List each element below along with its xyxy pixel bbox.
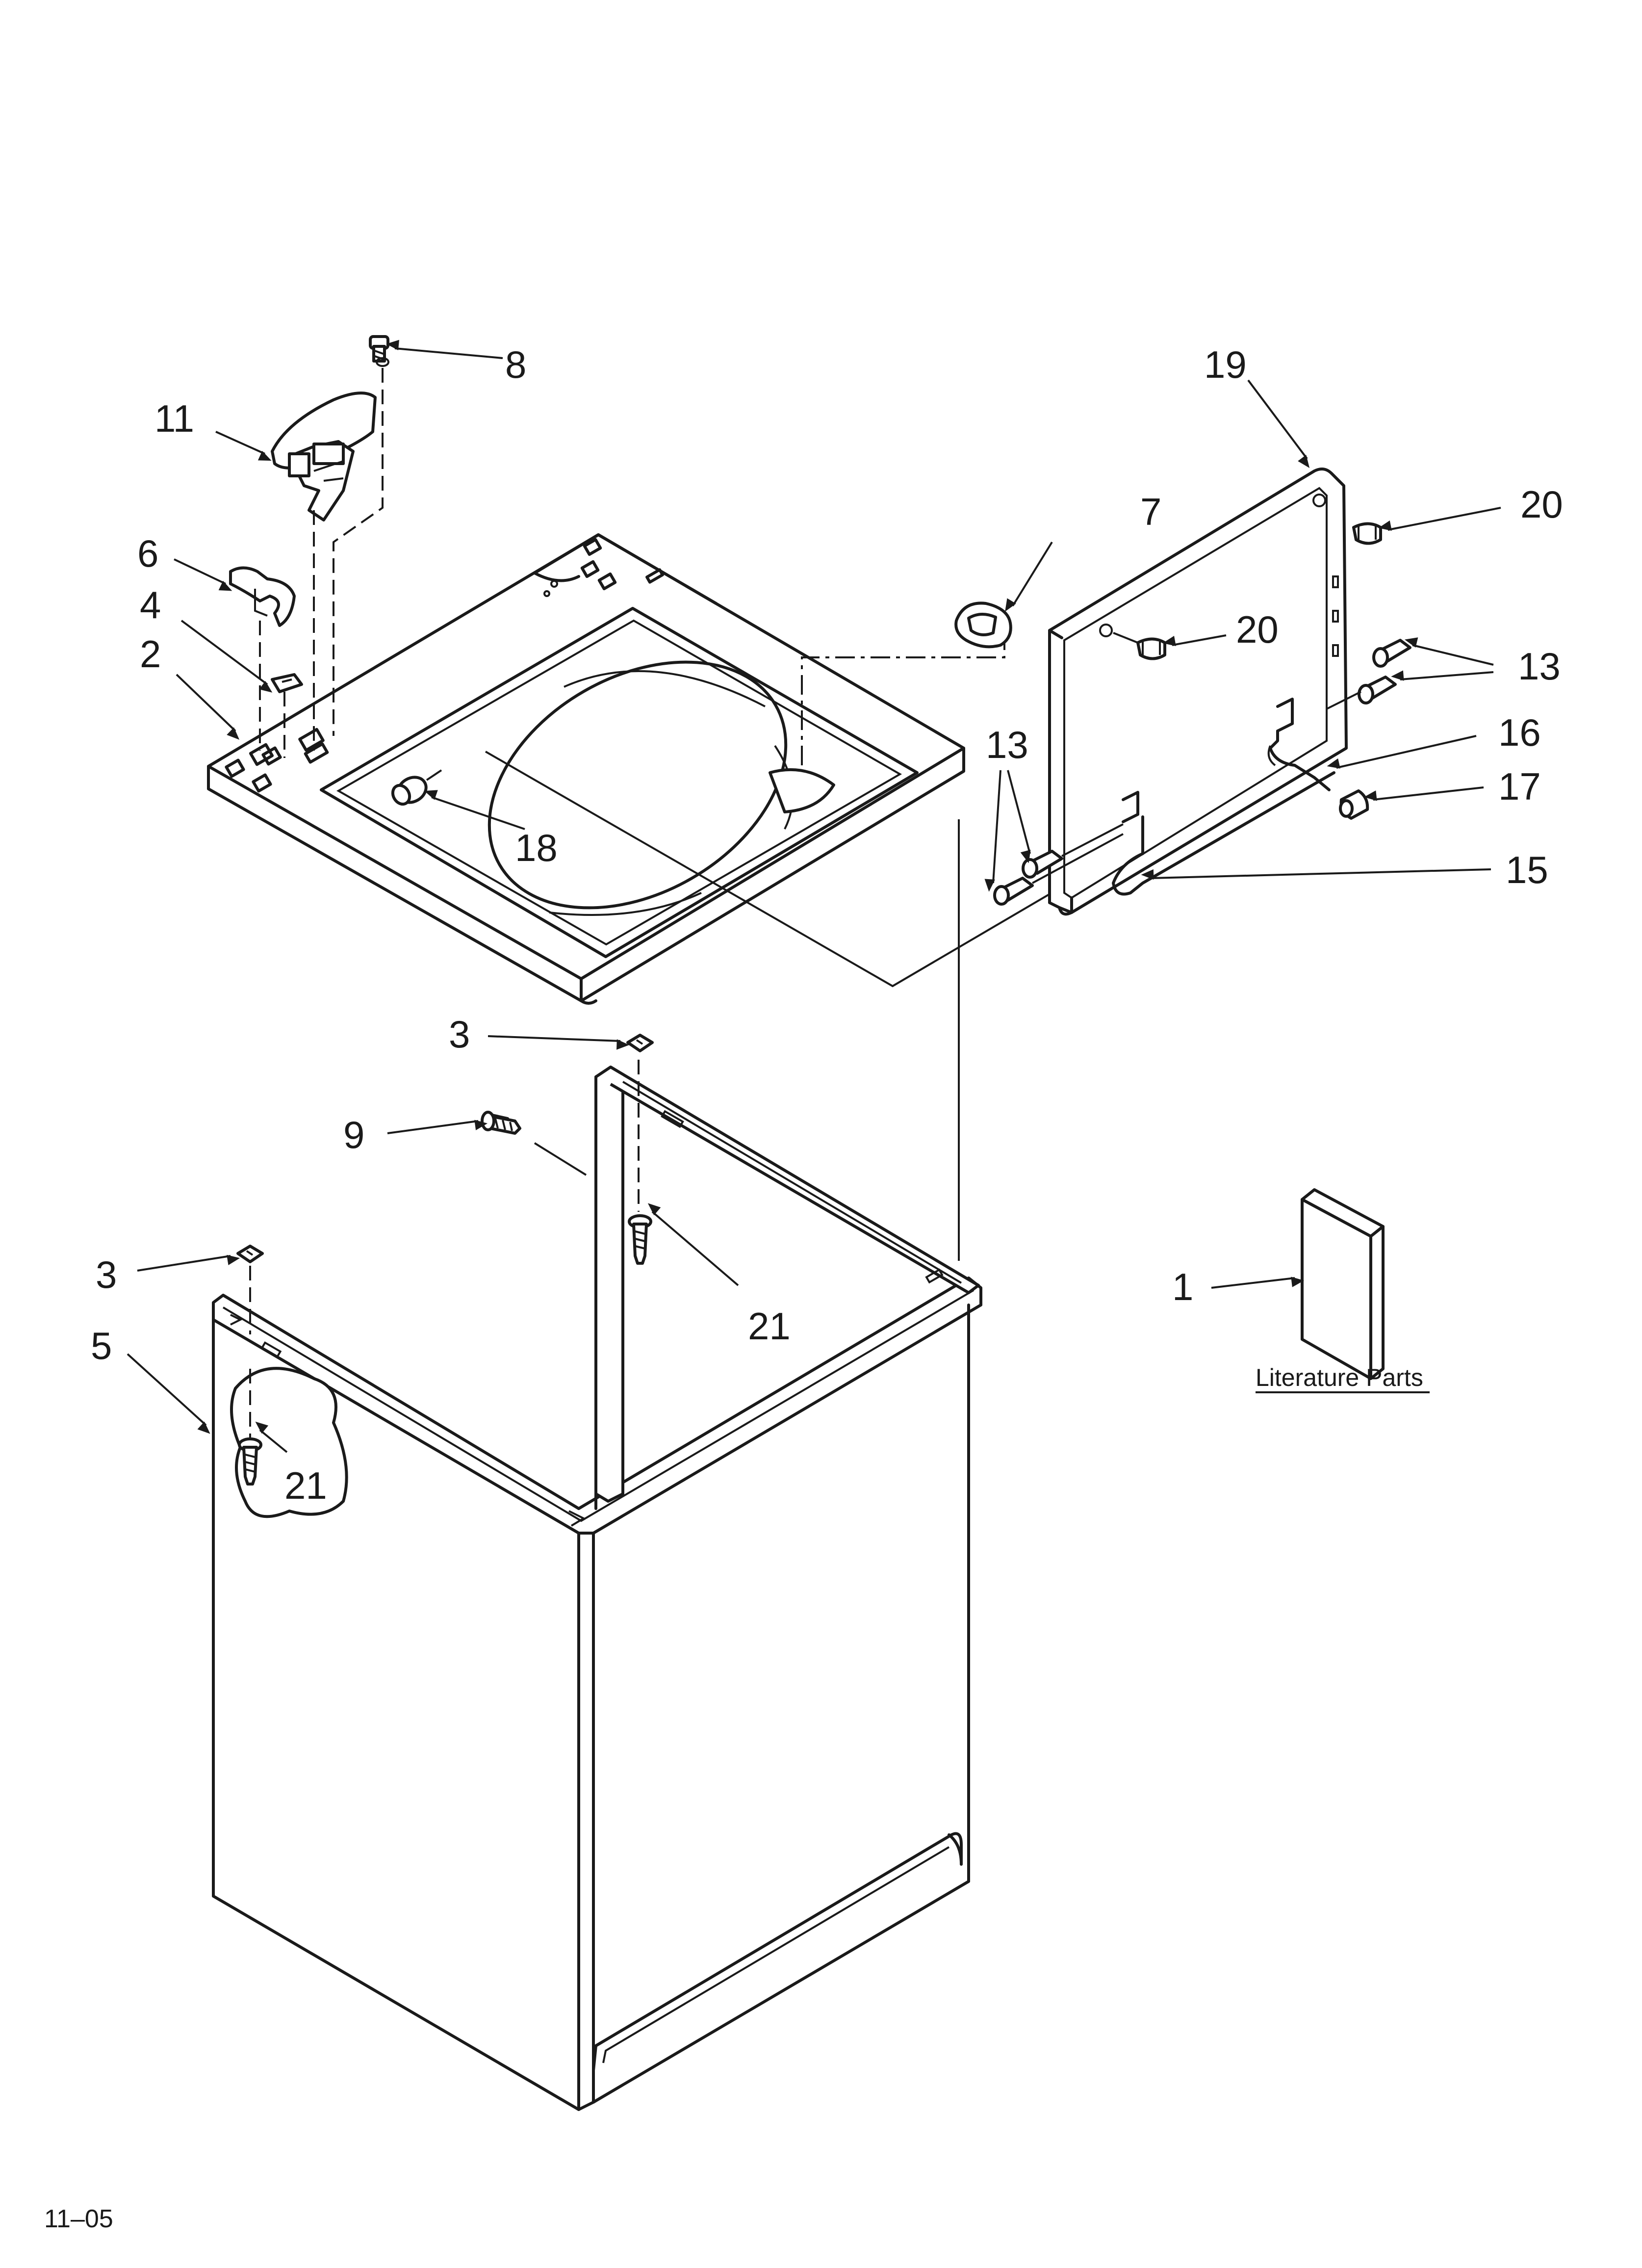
leader-13-left-a [1007,770,1031,863]
assembly-line-8 [333,368,384,736]
leader-15 [1141,868,1491,880]
callout-17: 17 [1498,765,1541,808]
bumper-7 [954,601,1012,649]
screw-13-right-upper [1372,639,1411,668]
callout-labels: 8 11 6 4 2 7 19 20 20 13 16 17 13 15 18 … [91,343,1563,1507]
clip-6 [229,566,296,627]
leader-19 [1247,379,1310,469]
clip-3-upper [626,1034,654,1052]
leader-1 [1211,1277,1304,1289]
callout-19: 19 [1204,343,1247,386]
leader-13-right-b [1391,670,1494,681]
callout-3-lower: 3 [96,1253,117,1296]
bumper-20-right [1352,522,1382,545]
leader-18 [424,790,525,830]
lid-19 [1048,468,1348,916]
leader-arrows [127,339,1501,1453]
leader-17 [1364,786,1484,801]
callout-3-upper: 3 [449,1013,470,1056]
callout-15: 15 [1506,848,1548,891]
callout-7: 7 [1140,490,1161,533]
leader-3-upper [487,1035,629,1050]
footer-code: 11–05 [44,2205,113,2233]
callout-6: 6 [137,532,158,575]
leader-20-right [1378,507,1501,531]
callout-8: 8 [505,343,526,386]
screw-21-rear-post [628,1214,652,1265]
screw-13-right-lower [1326,676,1397,710]
callout-9: 9 [343,1113,364,1156]
callout-13-right: 13 [1518,645,1561,688]
leader-5 [127,1353,210,1434]
lid-switch-11 [271,391,377,521]
leader-11 [215,431,272,461]
screw-8 [369,335,389,367]
leader-7 [1005,541,1053,612]
leader-9 [387,1120,488,1134]
leader-6 [174,558,232,591]
bumper-20-left [1136,637,1166,660]
washer-top-panel [207,533,965,1005]
leader-21-rear [647,1203,739,1286]
clip-3-lower [236,1245,264,1263]
literature-parts-label: Literature Parts [1256,1364,1423,1391]
screw-9 [481,1111,521,1135]
callout-1: 1 [1172,1265,1193,1308]
screw-13-left-lower [993,877,1034,906]
screw-21-cutaway [238,1437,262,1486]
screw-13-left-upper [1022,850,1063,879]
cap-17 [1339,789,1369,820]
hinge-rod-15 [1112,771,1335,896]
callout-20-right: 20 [1520,483,1563,526]
leader-4 [180,620,273,693]
leader-20-left [1162,634,1227,646]
callout-18: 18 [515,826,558,869]
assembly-line-lid [485,751,1065,988]
leader-2 [176,674,240,740]
callout-20-left: 20 [1236,608,1279,651]
callout-4: 4 [140,583,161,626]
leader-16 [1327,735,1477,769]
leader-13-left-b [984,770,1001,892]
literature-booklet [1301,1188,1385,1380]
cabinet-5 [212,1066,982,2111]
plug-18 [391,769,442,806]
leader-13-right-a [1404,637,1494,666]
callout-21-rear: 21 [748,1304,791,1348]
leader-3-lower [137,1254,240,1272]
cabinet-cutaway [230,1367,348,1518]
leader-8 [386,339,503,359]
callout-16: 16 [1498,711,1541,754]
callout-13-left: 13 [986,723,1028,766]
callout-2: 2 [140,632,161,676]
callout-21-cutaway: 21 [284,1464,327,1507]
leader-21-cutaway [255,1421,288,1453]
clip-4 [271,673,303,693]
callout-11: 11 [154,397,194,440]
callout-5: 5 [91,1324,112,1367]
assembly-line-7 [801,643,1005,765]
